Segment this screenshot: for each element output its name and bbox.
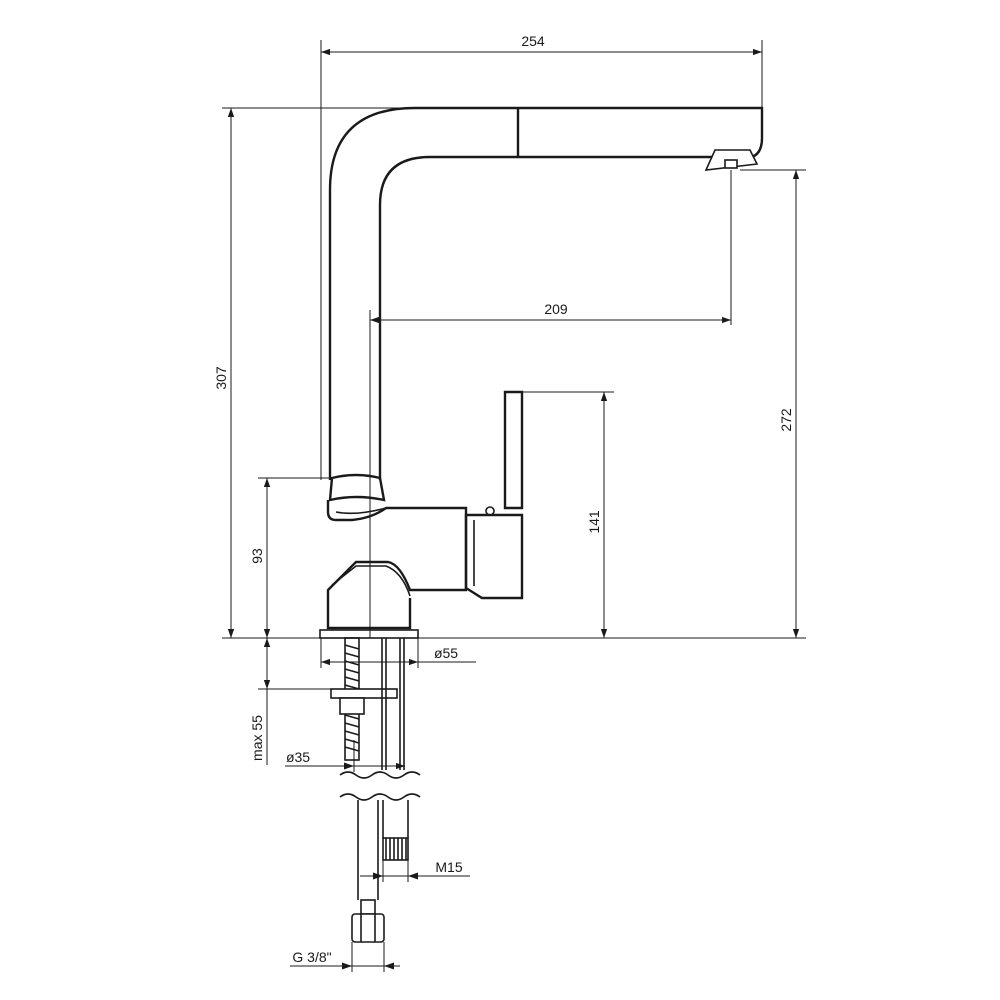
body-seam bbox=[335, 507, 387, 515]
fixing-nut bbox=[339, 697, 365, 715]
lever-screw bbox=[485, 506, 495, 516]
label-lever-height: 141 bbox=[586, 510, 602, 534]
label-connection: G 3/8" bbox=[292, 949, 331, 965]
mounting-hardware bbox=[330, 637, 421, 943]
dim-g38-arrow-left bbox=[342, 962, 352, 970]
label-outlet-height: 272 bbox=[778, 408, 794, 432]
base-plate bbox=[319, 629, 419, 639]
g38-fitting-neck bbox=[360, 899, 376, 915]
label-spout-reach: 209 bbox=[544, 301, 568, 317]
label-base-diameter: ø55 bbox=[434, 645, 458, 661]
label-mounting-thickness: max 55 bbox=[249, 715, 265, 761]
dim-g38-arrow-right bbox=[384, 962, 394, 970]
dimension-lines bbox=[222, 40, 806, 972]
dim-m15-arrow-right bbox=[408, 872, 418, 880]
dim-d35-arrow-left bbox=[344, 762, 354, 770]
lever-handle bbox=[503, 390, 524, 510]
m15-thread-hatch bbox=[385, 838, 407, 860]
spout-outer-contour bbox=[328, 106, 764, 480]
lever-block bbox=[464, 513, 524, 600]
main-body bbox=[326, 500, 468, 630]
mounting-washer bbox=[330, 688, 398, 699]
g38-fitting-nut bbox=[351, 913, 385, 943]
break-line-bottom bbox=[339, 793, 421, 801]
label-thread: M15 bbox=[435, 859, 462, 875]
body-lower-curve bbox=[331, 565, 411, 597]
label-body-height: 93 bbox=[249, 548, 265, 564]
break-line-top bbox=[339, 771, 421, 779]
aerator-nozzle bbox=[724, 159, 738, 169]
dimension-labels: 254 209 307 272 141 93 ø55 max 55 ø35 M1… bbox=[213, 33, 794, 965]
collar-ring bbox=[328, 473, 386, 502]
dim-m15-arrow-left bbox=[373, 872, 383, 880]
label-overall-width: 254 bbox=[521, 33, 545, 49]
label-overall-height: 307 bbox=[213, 366, 229, 390]
spout-inner-contour bbox=[378, 155, 715, 480]
faucet-outline bbox=[319, 106, 764, 639]
label-hole-diameter: ø35 bbox=[286, 749, 310, 765]
